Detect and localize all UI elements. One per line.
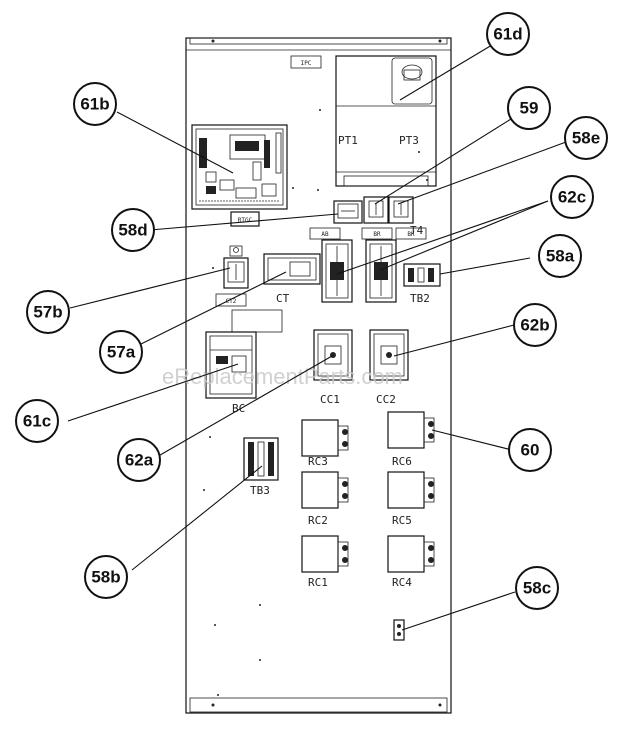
terminal-58c bbox=[393, 619, 405, 641]
rc1-label: RC1 bbox=[308, 576, 328, 589]
ct2-label: CT2 bbox=[226, 298, 237, 305]
capacitor-rc6: RC6 bbox=[387, 411, 435, 468]
terminal-block-tb3: TB3 bbox=[243, 437, 279, 497]
svg-text:59: 59 bbox=[520, 99, 539, 118]
fuse-block-59 bbox=[363, 196, 389, 224]
leader-lines bbox=[67, 44, 567, 631]
svg-text:62c: 62c bbox=[558, 188, 586, 207]
current-transformer-57a: CT CT2 bbox=[215, 253, 321, 307]
svg-text:61b: 61b bbox=[80, 95, 109, 114]
ipc-tag: IPC bbox=[290, 55, 322, 69]
callout-62a: 62a bbox=[117, 438, 161, 482]
contactor-62c-right bbox=[365, 239, 397, 303]
contactor-cc2: CC2 bbox=[369, 329, 409, 406]
rc2-label: RC2 bbox=[308, 514, 328, 527]
control-board-61b: RTGC bbox=[191, 124, 288, 227]
cc1-label: CC1 bbox=[320, 393, 340, 406]
capacitor-rc2: RC2 bbox=[301, 471, 349, 527]
svg-text:62a: 62a bbox=[125, 451, 154, 470]
ipc-tag-label: IPC bbox=[301, 60, 312, 67]
rc4-label: RC4 bbox=[392, 576, 412, 589]
wire-tags: AB BR BK bbox=[309, 227, 427, 240]
bk-tag-label: BK bbox=[407, 231, 415, 238]
svg-text:62b: 62b bbox=[520, 316, 549, 335]
callout-62b: 62b bbox=[513, 303, 557, 347]
capacitor-rc4: RC4 bbox=[387, 535, 435, 589]
callout-58d: 58d bbox=[111, 208, 155, 252]
callout-58b: 58b bbox=[84, 555, 128, 599]
capacitor-rc1: RC1 bbox=[301, 535, 349, 589]
relay-57b bbox=[223, 245, 249, 289]
callout-61b: 61b bbox=[73, 82, 117, 126]
ct-label: CT bbox=[276, 292, 290, 305]
fuse-block-58e: T4 bbox=[388, 196, 424, 237]
pt1-label: PT1 bbox=[338, 134, 358, 147]
contactor-62c-left bbox=[321, 239, 353, 303]
terminal-block-58a: TB2 bbox=[403, 263, 441, 305]
drive-61d: PT1 PT3 bbox=[335, 55, 437, 187]
rc5-label: RC5 bbox=[392, 514, 412, 527]
callout-59: 59 bbox=[507, 86, 551, 130]
br-tag-label: BR bbox=[373, 231, 381, 238]
t4-label: T4 bbox=[410, 224, 424, 237]
pt3-label: PT3 bbox=[399, 134, 419, 147]
callout-57b: 57b bbox=[26, 290, 70, 334]
rc3-label: RC3 bbox=[308, 455, 328, 468]
panel-specks bbox=[203, 109, 428, 696]
svg-text:57b: 57b bbox=[33, 303, 62, 322]
svg-text:58e: 58e bbox=[572, 129, 600, 148]
svg-text:58b: 58b bbox=[91, 568, 120, 587]
rtgc-tag-label: RTGC bbox=[238, 217, 253, 224]
board-61c: BC bbox=[205, 309, 283, 415]
terminal-58d bbox=[333, 200, 363, 224]
callout-57a: 57a bbox=[99, 330, 143, 374]
callout-58e: 58e bbox=[564, 116, 608, 160]
watermark-text: eReplacementParts.com bbox=[162, 364, 403, 389]
callout-60: 60 bbox=[508, 428, 552, 472]
svg-text:61c: 61c bbox=[23, 412, 51, 431]
callout-61d: 61d bbox=[486, 12, 530, 56]
svg-text:58a: 58a bbox=[546, 247, 575, 266]
svg-text:60: 60 bbox=[521, 441, 540, 460]
svg-text:58d: 58d bbox=[118, 221, 147, 240]
callout-62c: 62c bbox=[550, 175, 594, 219]
callout-58c: 58c bbox=[515, 566, 559, 610]
panel-outline bbox=[185, 37, 452, 714]
contactor-cc1: CC1 bbox=[313, 329, 353, 406]
svg-text:58c: 58c bbox=[523, 579, 551, 598]
callout-61c: 61c bbox=[15, 399, 59, 443]
svg-text:57a: 57a bbox=[107, 343, 136, 362]
tb2-label: TB2 bbox=[410, 292, 430, 305]
capacitor-rc5: RC5 bbox=[387, 471, 435, 527]
tb3-label: TB3 bbox=[250, 484, 270, 497]
cc2-label: CC2 bbox=[376, 393, 396, 406]
rc6-label: RC6 bbox=[392, 455, 412, 468]
capacitor-rc3: RC3 bbox=[301, 419, 349, 468]
ab-tag-label: AB bbox=[321, 231, 329, 238]
callout-58a: 58a bbox=[538, 234, 582, 278]
svg-text:61d: 61d bbox=[493, 25, 522, 44]
